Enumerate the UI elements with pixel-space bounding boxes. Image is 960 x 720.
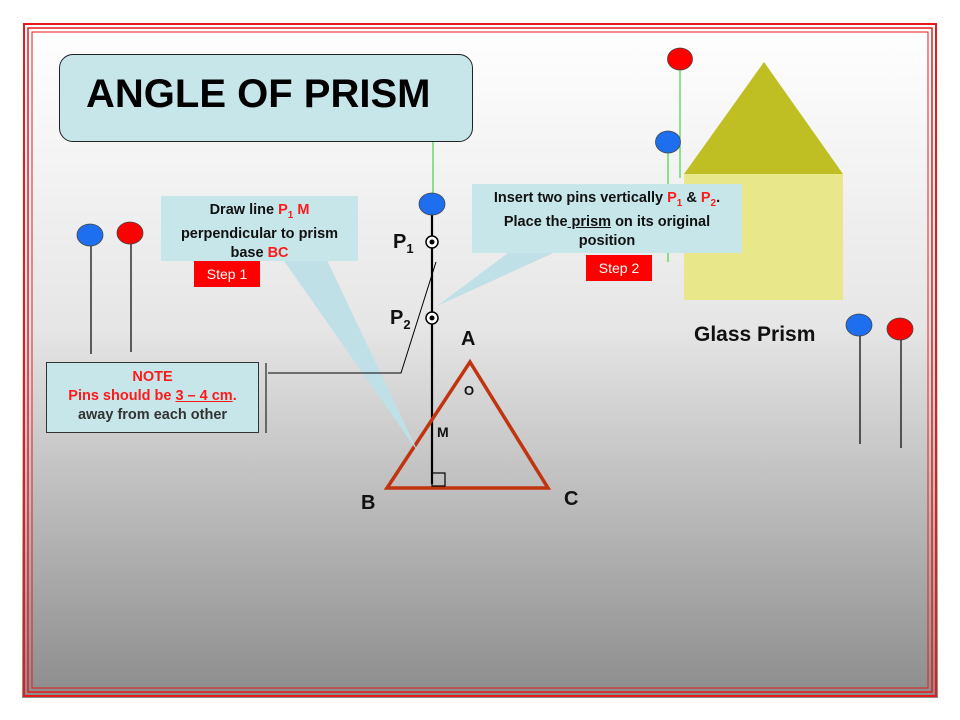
label-m: M [437, 424, 449, 440]
callout-step2-line1: Insert two pins vertically [493, 190, 668, 206]
callout-step1-box [161, 196, 358, 261]
note-line2: Pins should be [68, 388, 176, 404]
callout-step2-text: Insert two pins vertically P1 & P2. Plac… [472, 189, 742, 251]
pin-red-icon [116, 221, 144, 245]
p2-marker-dot [429, 315, 435, 321]
callout-step1-p: P [278, 202, 288, 218]
pin-red-icon [667, 47, 693, 71]
callout-step2-amp: & [682, 190, 701, 206]
step2-badge: Step 2 [586, 255, 652, 281]
callout-step1-pointer [282, 258, 418, 452]
callout-step2-pointer [437, 250, 560, 306]
note-box: NOTE Pins should be 3 – 4 cm. away from … [46, 362, 259, 433]
callout-step1-sub: 1 [287, 209, 294, 221]
label-o: O [464, 383, 475, 398]
callout-step2-line2: Place the [503, 213, 568, 230]
right-angle-icon [431, 472, 446, 487]
callout-step1-line2: perpendicular to prism [180, 225, 339, 242]
pin-blue-icon [845, 313, 873, 337]
pin-red-icon [886, 317, 914, 341]
callout-step2-sub1: 1 [676, 197, 683, 209]
pin-blue-icon [418, 192, 446, 216]
callout-step2-line2-suffix: on its original [611, 213, 711, 230]
callout-step2-dot: . [716, 190, 721, 206]
callout-step2-prism: prism [567, 213, 612, 230]
frame-outer [23, 23, 937, 697]
note-line3: away from each other [77, 407, 228, 423]
callout-step2-sub2: 2 [710, 197, 717, 209]
label-p2-letter: P [390, 307, 404, 329]
callout-step2-p1: P [667, 190, 677, 206]
label-p1: P1 [393, 231, 414, 256]
pin-blue-icon [655, 130, 681, 154]
frame-middle [27, 27, 933, 693]
note-leader-line [268, 261, 437, 374]
page-title: ANGLE OF PRISM [86, 72, 431, 116]
pin-blue-icon [76, 223, 104, 247]
note-heading: NOTE [132, 369, 173, 385]
label-p2: P2 [390, 307, 411, 332]
glass-prism-top [684, 62, 843, 174]
callout-step1-bc: BC [267, 244, 289, 261]
label-b: B [361, 492, 376, 514]
callout-step1-line3: base [230, 244, 268, 261]
p1-marker-dot [429, 239, 435, 245]
label-p2-sub: 2 [403, 317, 411, 332]
label-p1-letter: P [393, 231, 407, 253]
step1-badge: Step 1 [194, 261, 260, 287]
label-a: A [461, 328, 476, 350]
callout-step1-text: Draw line P1 M perpendicular to prism ba… [161, 201, 358, 263]
label-p1-sub: 1 [406, 241, 414, 256]
callout-step2-line3: position [578, 232, 636, 249]
note-line2-suffix: . [232, 388, 237, 404]
prism-triangle-abc [383, 358, 552, 490]
title-box [59, 54, 473, 142]
callout-step1-m: M [293, 202, 310, 218]
callout-step2-box [472, 184, 742, 253]
label-c: C [564, 488, 579, 510]
note-distance: 3 – 4 cm [175, 388, 233, 404]
frame-inner [31, 31, 929, 689]
callout-step2-p2: P [700, 190, 711, 206]
callout-step1-line1: Draw line [209, 202, 279, 218]
label-glass-prism: Glass Prism [694, 323, 816, 346]
